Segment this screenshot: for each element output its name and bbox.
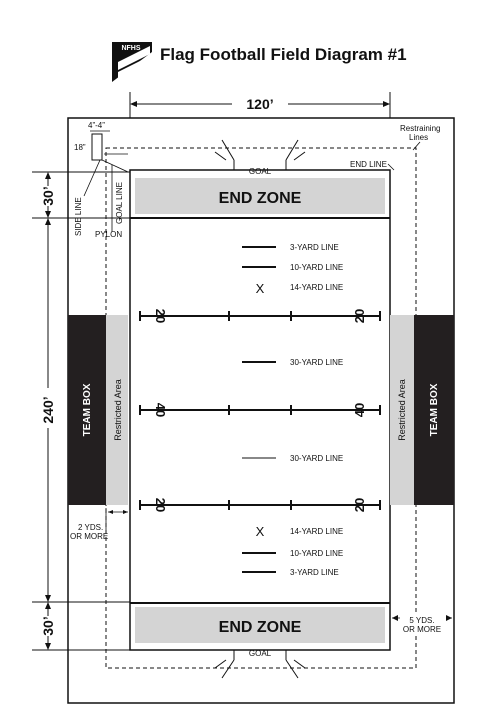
logo-stripe-1 bbox=[118, 46, 150, 70]
five-yards-label-1: 5 YDS. bbox=[409, 616, 434, 625]
two-yards-label-1: 2 YDS. bbox=[78, 523, 103, 532]
ten-yard-line-bottom-label: 10-YARD LINE bbox=[290, 549, 343, 558]
fourteen-yard-line-top-label: 14-YARD LINE bbox=[290, 283, 343, 292]
three-yard-line-top-label: 3-YARD LINE bbox=[290, 243, 339, 252]
thirty-yard-line-top-label: 30-YARD LINE bbox=[290, 358, 343, 367]
restricted-area-right-label: Restricted Area bbox=[397, 379, 407, 441]
end-zone-bottom bbox=[135, 607, 385, 643]
length-dimensions: 30’ 240’ 30’ bbox=[32, 171, 130, 651]
logo-stripe-2 bbox=[118, 58, 146, 78]
end-zone-top-label: END ZONE bbox=[219, 190, 302, 207]
field-number-20-bottom-right: 20 bbox=[352, 498, 367, 512]
end-zone-top bbox=[135, 178, 385, 214]
pylon-icon bbox=[91, 133, 103, 161]
restricted-area-left-label: Restricted Area bbox=[113, 379, 123, 441]
three-yard-line-bottom-label: 3-YARD LINE bbox=[290, 568, 339, 577]
restraining-lines bbox=[105, 147, 417, 669]
length-dimension: 240’ bbox=[40, 396, 56, 423]
team-box-right-label: TEAM BOX bbox=[429, 383, 440, 436]
thirty-yard-line-bottom-label: 30-YARD LINE bbox=[290, 454, 343, 463]
goal-line-label: GOAL LINE bbox=[115, 182, 124, 224]
two-yards-label-2: OR MORE bbox=[70, 532, 108, 541]
field-number-20-bottom-left: 20 bbox=[153, 498, 168, 512]
pylon-size-label: 4”-4” bbox=[88, 121, 105, 130]
end-line-label: END LINE bbox=[350, 160, 387, 169]
goal-top: GOAL bbox=[214, 139, 306, 176]
team-box-left bbox=[68, 315, 106, 505]
end-zone-top-dimension: 30’ bbox=[40, 186, 56, 205]
width-label: 120’ bbox=[246, 96, 273, 112]
pylon-label: PYLON bbox=[95, 230, 122, 239]
five-yards-callout: 5 YDS. OR MORE bbox=[392, 614, 452, 636]
goal-top-label: GOAL bbox=[249, 167, 272, 176]
fourteen-yard-line-bottom-label: 14-YARD LINE bbox=[290, 527, 343, 536]
field-number-20-top-right: 20 bbox=[352, 309, 367, 323]
two-yards-callout: 2 YDS. OR MORE bbox=[70, 508, 128, 541]
goal-bottom: GOAL bbox=[214, 649, 306, 679]
restricted-area-right bbox=[390, 315, 414, 505]
end-zone-bottom-label: END ZONE bbox=[219, 619, 302, 636]
restricted-area-left bbox=[106, 315, 128, 505]
pylon-detail: 4”-4” 18” SIDE LINE GOAL LINE PYLON bbox=[74, 121, 129, 239]
fourteen-yard-mark-bottom: X bbox=[256, 524, 265, 539]
fourteen-yard-mark-top: X bbox=[256, 281, 265, 296]
width-dimension: 120’ bbox=[129, 92, 391, 118]
team-box-left-label: TEAM BOX bbox=[82, 383, 93, 436]
side-line-label: SIDE LINE bbox=[74, 197, 83, 236]
page-title: Flag Football Field Diagram #1 bbox=[160, 45, 407, 64]
field-number-40-left: 40 bbox=[153, 403, 168, 417]
field-number-40-right: 40 bbox=[352, 403, 367, 417]
restraining-lines-label-2: Lines bbox=[409, 133, 428, 142]
pylon-height-label: 18” bbox=[74, 143, 86, 152]
end-zone-bottom-dimension: 30’ bbox=[40, 616, 56, 635]
ten-yard-line-top-label: 10-YARD LINE bbox=[290, 263, 343, 272]
logo-text: NFHS bbox=[121, 45, 140, 52]
team-box-right bbox=[414, 315, 454, 505]
five-yards-label-2: OR MORE bbox=[403, 625, 441, 634]
field-number-20-top-left: 20 bbox=[153, 309, 168, 323]
nfhs-logo: NFHS bbox=[112, 42, 152, 82]
restraining-lines-label-1: Restraining bbox=[400, 124, 440, 133]
goal-bottom-label: GOAL bbox=[249, 649, 272, 658]
